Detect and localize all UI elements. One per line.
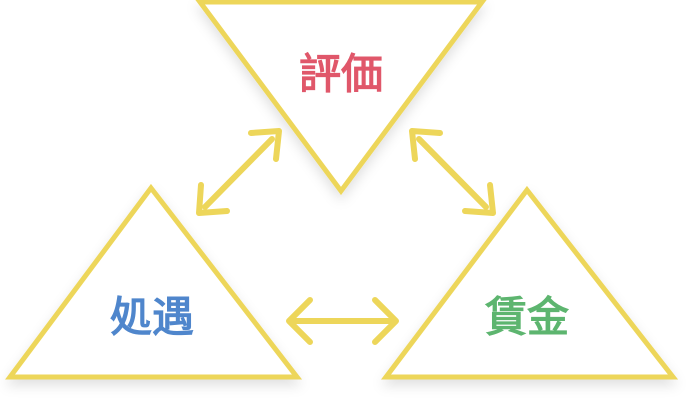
- evaluation-label: 評価: [299, 50, 383, 99]
- treatment-triangle: [5, 183, 303, 380]
- wage-triangle: [380, 185, 679, 380]
- treatment-label: 処遇: [110, 293, 194, 342]
- wage-label: 賃金: [484, 293, 570, 342]
- arrow-evaluation-wage: [409, 128, 496, 216]
- evaluation-triangle: [195, 0, 487, 196]
- arrow-treatment-evaluation: [196, 128, 282, 216]
- arrow-treatment-wage: [286, 297, 399, 345]
